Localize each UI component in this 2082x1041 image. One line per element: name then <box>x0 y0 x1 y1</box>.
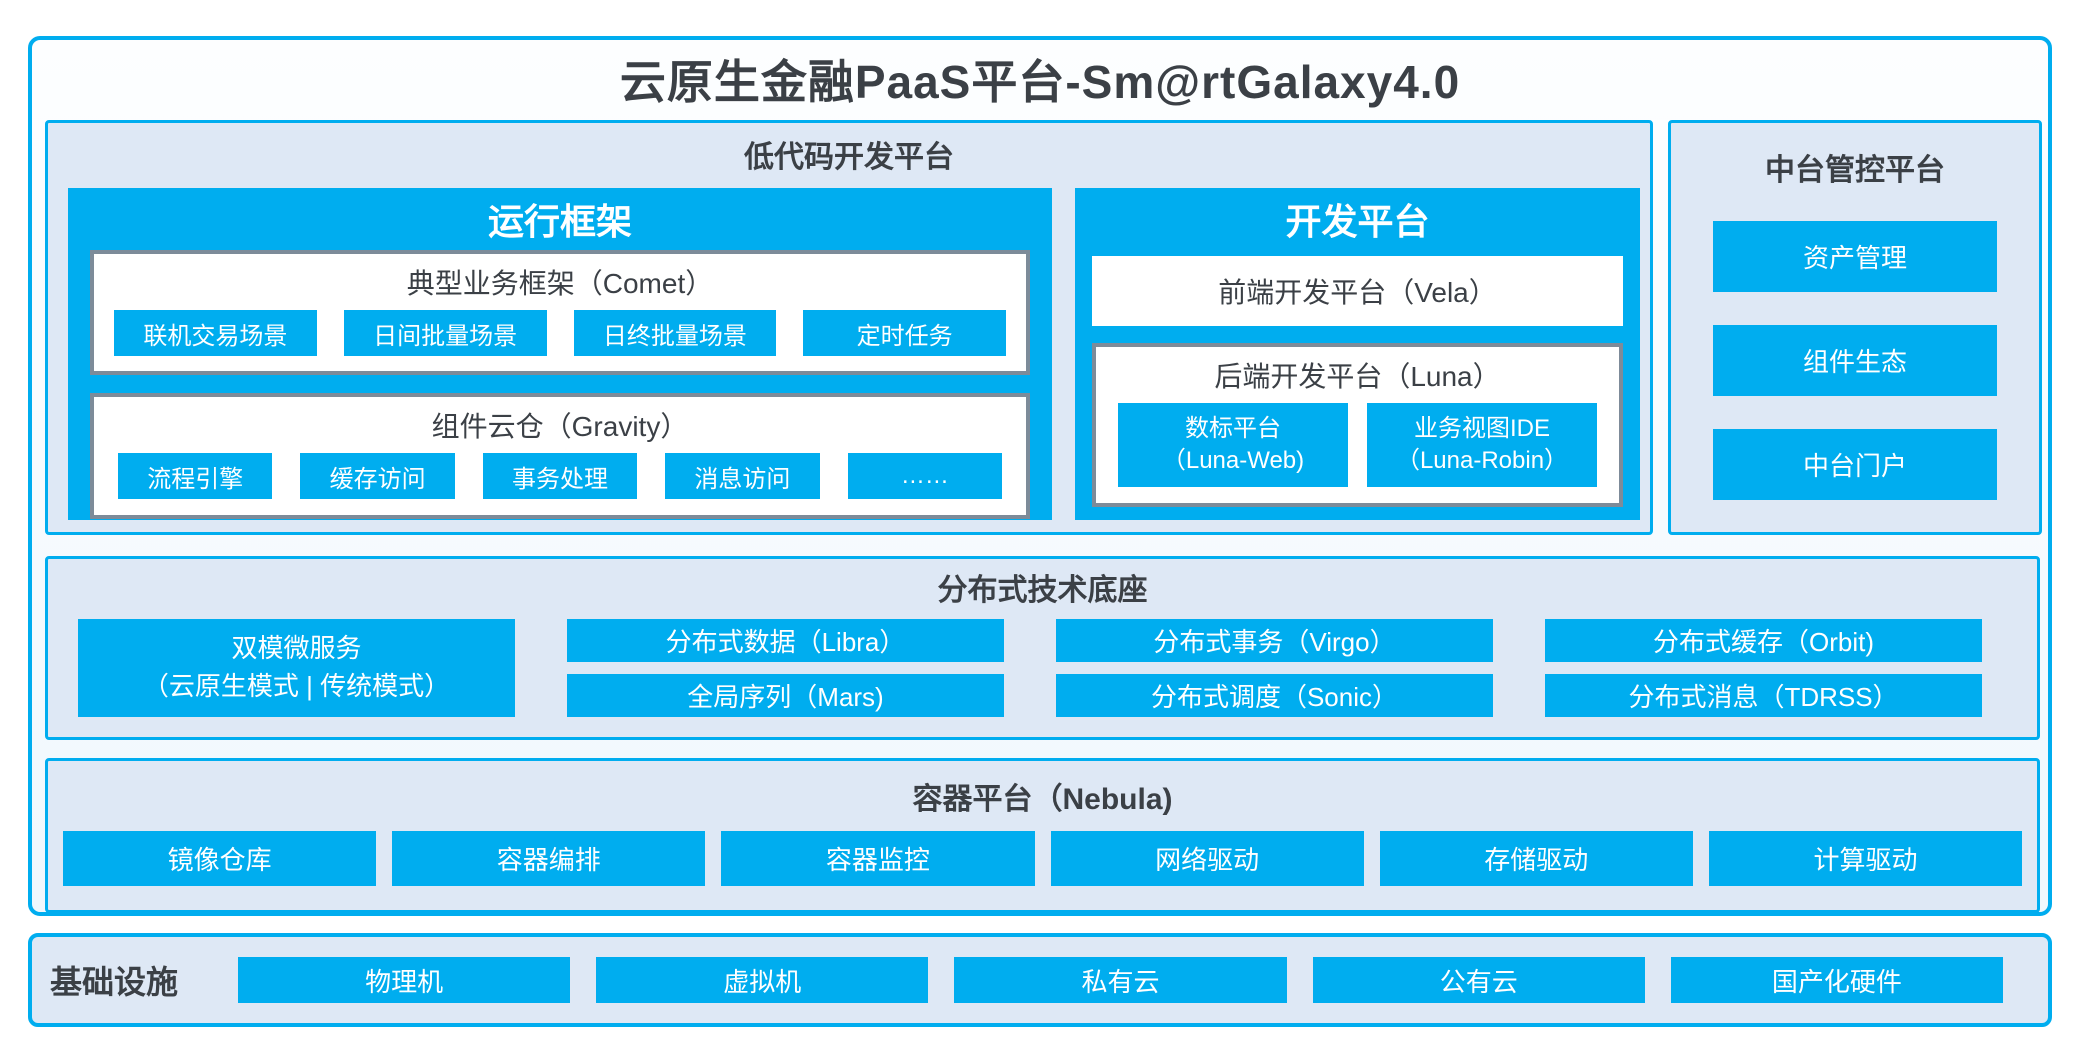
gravity-item-message-access: 消息访问 <box>665 453 820 499</box>
section-distributed-base: 分布式技术底座 双模微服务 （云原生模式 | 传统模式） 分布式数据（Libra… <box>45 556 2040 740</box>
cp-item-storage-driver: 存储驱动 <box>1379 831 1693 886</box>
luna-backend-box: 后端开发平台（Luna） 数标平台 （Luna-Web) 业务视图IDE （Lu… <box>1092 343 1623 507</box>
comet-framework-box: 典型业务框架（Comet） 联机交易场景 日间批量场景 日终批量场景 定时任务 <box>90 250 1030 375</box>
dist-item-libra: 分布式数据（Libra） <box>567 619 1004 662</box>
gravity-warehouse-box: 组件云仓（Gravity） 流程引擎 缓存访问 事务处理 消息访问 …… <box>90 393 1030 519</box>
vela-frontend-box: 前端开发平台（Vela） <box>1092 256 1623 326</box>
dual-mode-microservice-box: 双模微服务 （云原生模式 | 传统模式） <box>78 619 515 717</box>
luna-robin-line2: （Luna-Robin） <box>1395 447 1569 474</box>
comet-items: 联机交易场景 日间批量场景 日终批量场景 定时任务 <box>94 310 1026 371</box>
infra-item-domestic-hardware: 国产化硬件 <box>1670 957 2004 1003</box>
cp-item-image-registry: 镜像仓库 <box>63 831 377 886</box>
comet-item-online-trading: 联机交易场景 <box>114 310 317 356</box>
section-mid-platform-control: 中台管控平台 资产管理 组件生态 中台门户 <box>1668 120 2042 535</box>
gravity-items: 流程引擎 缓存访问 事务处理 消息访问 …… <box>94 453 1026 515</box>
comet-title: 典型业务框架（Comet） <box>406 268 714 299</box>
section-low-code-platform: 低代码开发平台 运行框架 典型业务框架（Comet） 联机交易场景 日间批量场景… <box>45 120 1653 535</box>
mid-platform-items: 资产管理 组件生态 中台门户 <box>1671 199 2039 500</box>
luna-web-item: 数标平台 （Luna-Web) <box>1118 403 1348 487</box>
comet-item-scheduled-task: 定时任务 <box>803 310 1006 356</box>
gravity-item-ellipsis: …… <box>847 453 1003 499</box>
low-code-platform-title: 低代码开发平台 <box>744 141 954 174</box>
dual-mode-line1: 双模微服务 <box>231 633 362 664</box>
mid-item-component-ecosystem: 组件生态 <box>1713 325 1997 396</box>
luna-robin-item: 业务视图IDE （Luna-Robin） <box>1367 403 1597 487</box>
infrastructure-title: 基础设施 <box>50 964 179 1000</box>
luna-web-line1: 数标平台 <box>1185 414 1281 442</box>
distributed-col-1: 分布式数据（Libra） 全局序列（Mars) <box>567 619 1004 717</box>
runtime-framework-box: 运行框架 典型业务框架（Comet） 联机交易场景 日间批量场景 日终批量场景 … <box>68 188 1052 520</box>
distributed-col-3: 分布式缓存（Orbit) 分布式消息（TDRSS） <box>1545 619 1982 717</box>
cp-item-compute-driver: 计算驱动 <box>1708 831 2023 886</box>
infra-item-public-cloud: 公有云 <box>1312 957 1645 1003</box>
dist-item-tdrss: 分布式消息（TDRSS） <box>1545 674 1982 717</box>
low-code-content: 运行框架 典型业务框架（Comet） 联机交易场景 日间批量场景 日终批量场景 … <box>68 188 1640 520</box>
container-platform-items: 镜像仓库 容器编排 容器监控 网络驱动 存储驱动 计算驱动 <box>63 831 2023 886</box>
gravity-item-transaction: 事务处理 <box>482 453 638 499</box>
dual-mode-line2: （云原生模式 | 传统模式） <box>142 671 451 701</box>
comet-item-intraday-batch: 日间批量场景 <box>343 310 547 356</box>
infrastructure-items: 物理机 虚拟机 私有云 公有云 国产化硬件 <box>238 957 2004 1003</box>
runtime-framework-title: 运行框架 <box>487 201 632 242</box>
dist-item-virgo: 分布式事务（Virgo） <box>1056 619 1493 662</box>
page-title: 云原生金融PaaS平台-Sm@rtGalaxy4.0 <box>619 56 1461 108</box>
mid-item-portal: 中台门户 <box>1713 429 1997 500</box>
platform-architecture-container: 云原生金融PaaS平台-Sm@rtGalaxy4.0 低代码开发平台 运行框架 … <box>28 36 2052 916</box>
luna-items: 数标平台 （Luna-Web) 业务视图IDE （Luna-Robin） <box>1096 403 1619 503</box>
distributed-content: 双模微服务 （云原生模式 | 传统模式） 分布式数据（Libra） 全局序列（M… <box>78 619 1982 717</box>
gravity-item-cache-access: 缓存访问 <box>300 453 455 499</box>
infra-item-private-cloud: 私有云 <box>954 957 1287 1003</box>
section-infrastructure: 基础设施 物理机 虚拟机 私有云 公有云 国产化硬件 <box>28 933 2052 1027</box>
container-platform-title: 容器平台（Nebula) <box>912 783 1173 816</box>
gravity-item-process-engine: 流程引擎 <box>118 453 273 499</box>
cp-item-orchestration: 容器编排 <box>392 831 706 886</box>
dist-item-sonic: 分布式调度（Sonic） <box>1056 674 1493 717</box>
section-container-platform: 容器平台（Nebula) 镜像仓库 容器编排 容器监控 网络驱动 存储驱动 计算… <box>45 758 2040 913</box>
mid-platform-title: 中台管控平台 <box>1765 154 1945 187</box>
cp-item-monitoring: 容器监控 <box>721 831 1035 886</box>
comet-item-eod-batch: 日终批量场景 <box>573 310 777 356</box>
luna-robin-line1: 业务视图IDE <box>1413 414 1550 442</box>
distributed-title: 分布式技术底座 <box>937 574 1148 607</box>
dist-item-mars: 全局序列（Mars) <box>567 674 1004 717</box>
infra-item-physical-machine: 物理机 <box>238 957 571 1003</box>
mid-item-asset-management: 资产管理 <box>1713 221 1997 292</box>
distributed-col-2: 分布式事务（Virgo） 分布式调度（Sonic） <box>1056 619 1493 717</box>
luna-web-line2: （Luna-Web) <box>1161 447 1305 474</box>
gravity-title: 组件云仓（Gravity） <box>431 411 689 442</box>
infra-item-virtual-machine: 虚拟机 <box>596 957 929 1003</box>
luna-title: 后端开发平台（Luna） <box>1214 361 1501 392</box>
dev-platform-title: 开发平台 <box>1285 201 1430 242</box>
cp-item-network-driver: 网络驱动 <box>1050 831 1364 886</box>
dev-platform-box: 开发平台 前端开发平台（Vela） 后端开发平台（Luna） 数标平台 （Lun… <box>1075 188 1640 520</box>
dist-item-orbit: 分布式缓存（Orbit) <box>1545 619 1982 662</box>
